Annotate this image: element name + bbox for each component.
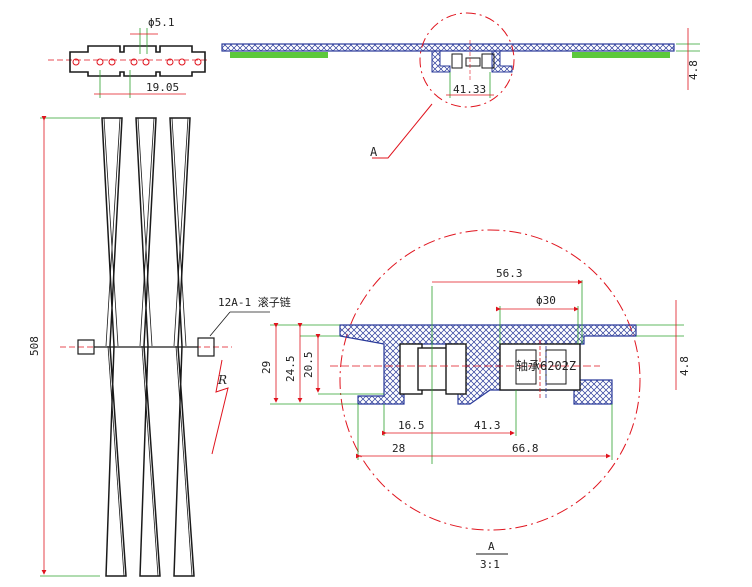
radius-label: R xyxy=(217,373,227,387)
dim-width-41-33: 41.33 xyxy=(453,83,486,96)
chain-spec-label: 12A-1 滚子链 xyxy=(218,295,291,309)
bearing-label: 轴承6202Z xyxy=(516,358,576,373)
dim-41-3: 41.3 xyxy=(474,419,501,432)
dim-24-5: 24.5 xyxy=(284,356,297,383)
dim-66-8: 66.8 xyxy=(512,442,539,455)
dim-pin-diameter: ϕ5.1 xyxy=(148,16,175,29)
dim-56-3: 56.3 xyxy=(496,267,523,280)
detail-callout-label: A xyxy=(370,145,378,159)
detail-scale: 3:1 xyxy=(480,558,500,571)
plate-side-view xyxy=(221,12,700,159)
dim-28: 28 xyxy=(392,442,405,455)
dim-phi30: ϕ30 xyxy=(536,294,556,307)
detail-a-view xyxy=(270,229,684,555)
dim-length-508: 508 xyxy=(28,336,41,356)
dim-20-5: 20.5 xyxy=(302,352,315,379)
chain-top-view xyxy=(48,28,210,98)
dim-4-8-detail: 4.8 xyxy=(678,356,691,376)
dim-thickness-top: 4.8 xyxy=(687,60,700,80)
dim-16-5: 16.5 xyxy=(398,419,425,432)
dim-pitch: 19.05 xyxy=(146,81,179,94)
chain-side-view xyxy=(40,116,270,577)
dim-29: 29 xyxy=(260,361,273,374)
detail-name: A xyxy=(488,540,495,553)
